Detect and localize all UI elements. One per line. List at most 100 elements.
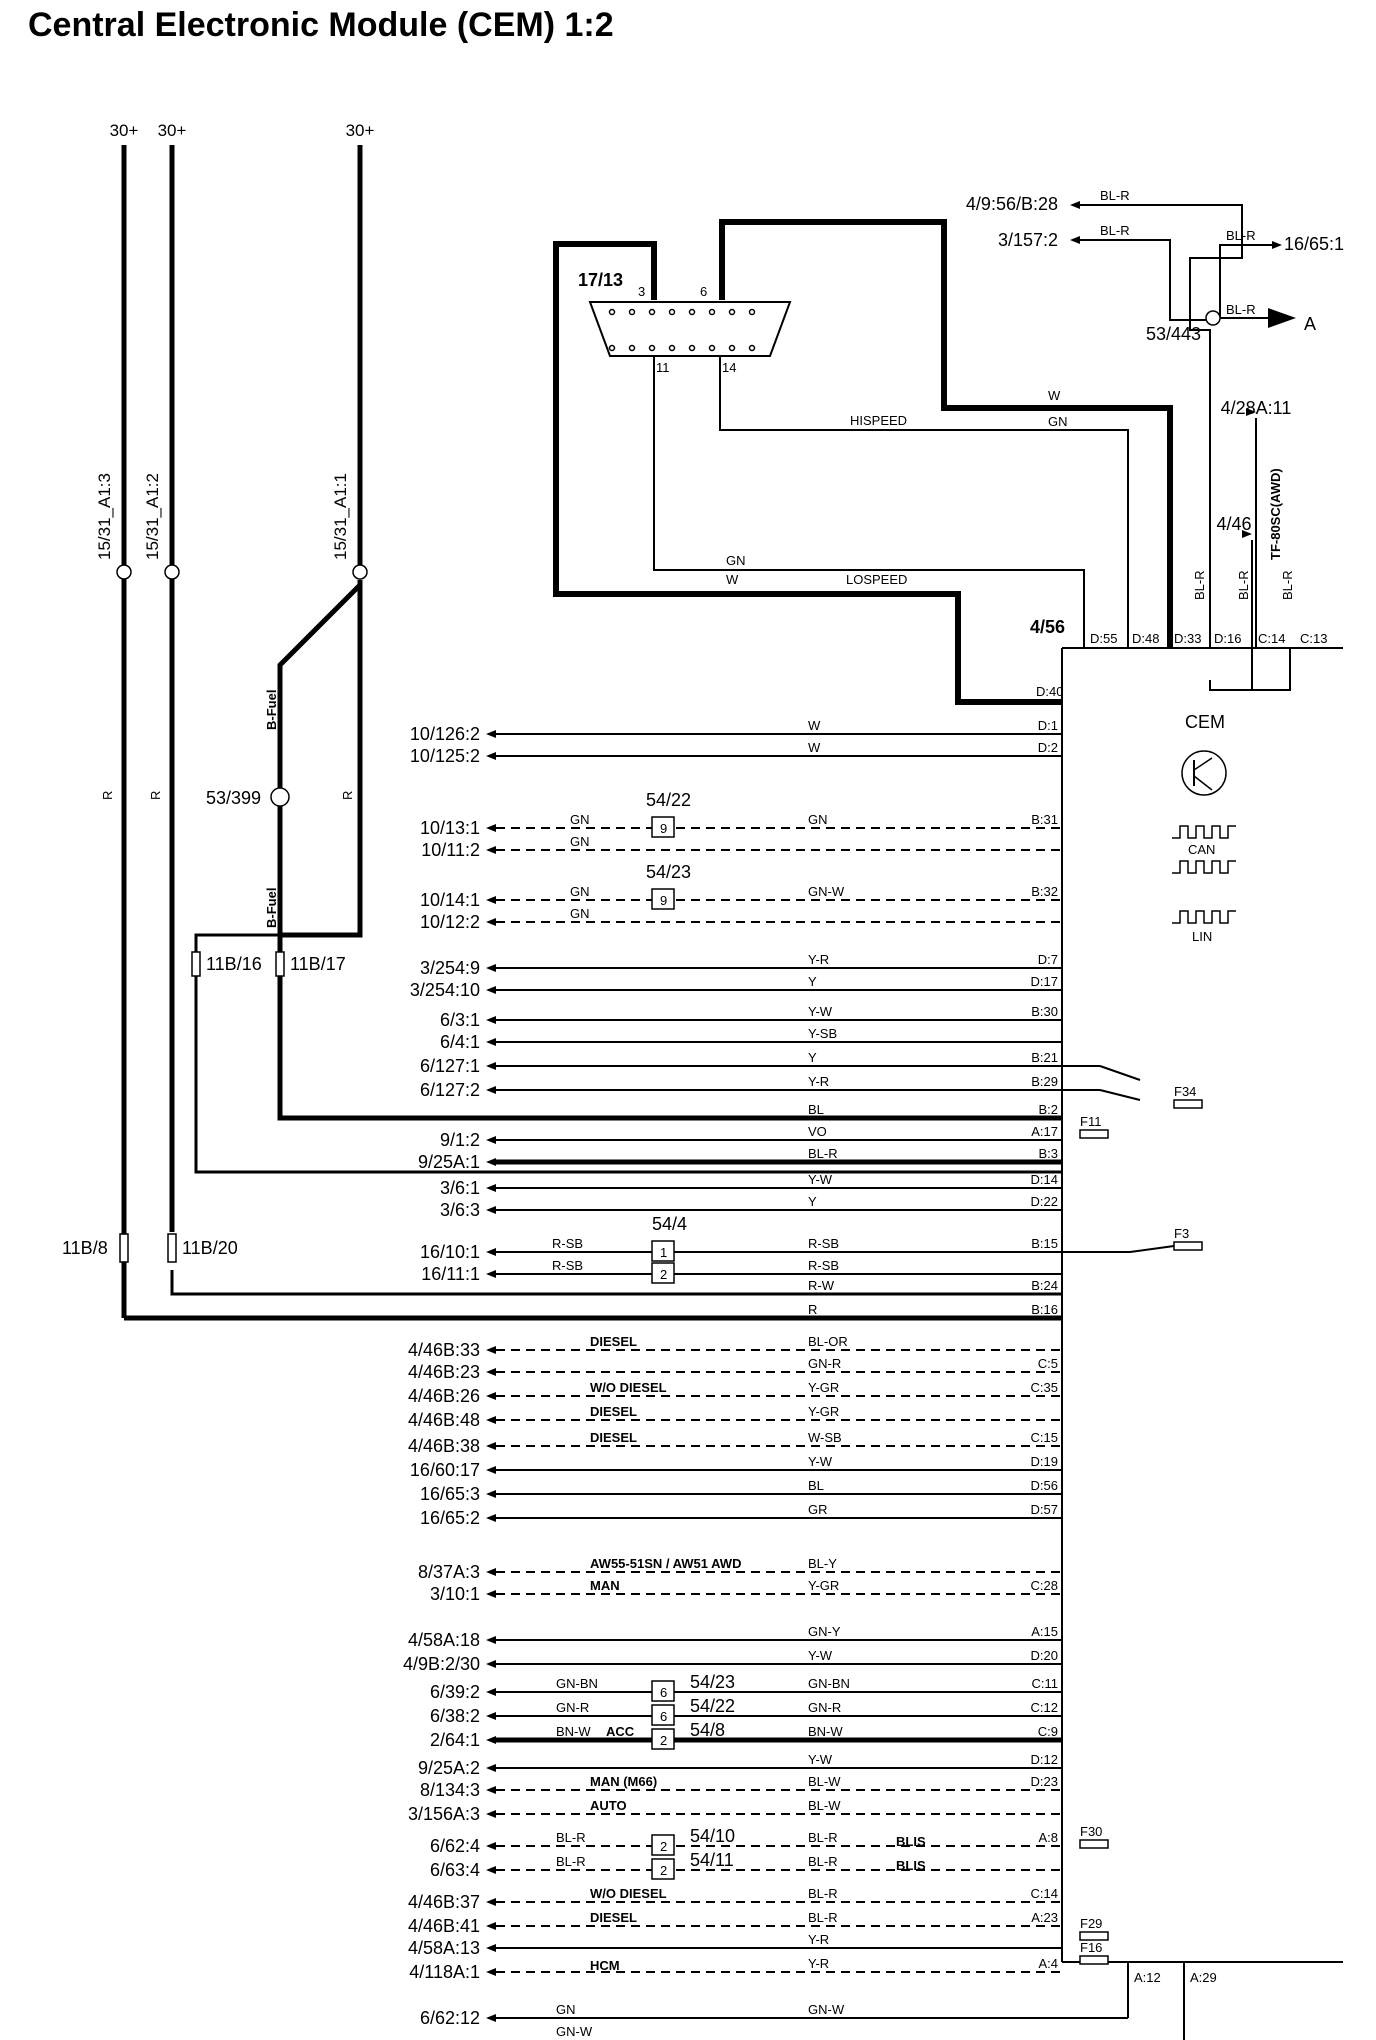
splice-label: 54/10 [690, 1826, 735, 1846]
diag-pin-icon [728, 344, 736, 352]
splice-label: 54/11 [690, 1850, 734, 1870]
wire-color: GN [570, 834, 590, 849]
arrow-icon [486, 1842, 496, 1850]
connector-label: 11B/17 [290, 954, 346, 974]
fuse-icon [1079, 1129, 1109, 1139]
diag-pin-icon [628, 308, 636, 316]
pin-label: D:12 [1031, 1752, 1058, 1767]
row-ref: 6/62:4 [430, 1836, 480, 1856]
arrow-icon [486, 1158, 496, 1166]
pin-label: B:16 [1031, 1302, 1058, 1317]
pin-label: D:23 [1031, 1774, 1058, 1789]
row-ref: 3/156A:3 [408, 1804, 480, 1824]
diag-pin-icon [748, 344, 756, 352]
pin-label: D:16 [1214, 631, 1241, 646]
row-ref: 6/39:2 [430, 1682, 480, 1702]
wire-color: BL-R [1280, 570, 1295, 600]
row-ref: 10/11:2 [421, 840, 480, 860]
row-ref: 2/64:1 [430, 1730, 480, 1750]
lin-label: LIN [1192, 929, 1212, 944]
splice-pin: 6 [660, 1709, 667, 1724]
arrow-icon [486, 1866, 496, 1874]
arrow-icon [486, 2014, 496, 2022]
arrow-icon [486, 1688, 496, 1696]
pin-label: D:22 [1031, 1194, 1058, 1209]
pin-label: B:3 [1038, 1146, 1058, 1161]
arrow-icon [486, 1136, 496, 1144]
row-ref: 8/37A:3 [418, 1562, 480, 1582]
connector-label: 11B/20 [182, 1238, 238, 1258]
wire-color: Y-R [808, 952, 829, 967]
note-label: DIESEL [590, 1404, 637, 1419]
pin-label: B:21 [1031, 1050, 1058, 1065]
wire-color: W [808, 718, 821, 733]
switch-wire [1099, 1089, 1141, 1101]
wire-color: W [1048, 388, 1061, 403]
ref-label: 4/28A:11 [1221, 398, 1292, 418]
wire-color: Y [808, 1194, 817, 1209]
splice-label: 53/443 [1146, 324, 1201, 344]
arrow-icon [486, 1038, 496, 1046]
arrow-icon [486, 1184, 496, 1192]
row-ref: 3/6:1 [440, 1178, 480, 1198]
wire-color: BN-W [556, 1724, 591, 1739]
wire-color: GN [570, 906, 590, 921]
can-label: CAN [1188, 842, 1215, 857]
splice-box [651, 1834, 675, 1856]
pin-label: D:33 [1174, 631, 1201, 646]
wire-color: GN-R [808, 1356, 841, 1371]
wire-color: GN [556, 2002, 576, 2017]
wire-color: BL-Y [808, 1556, 837, 1571]
wire-color: GN-W [556, 2024, 593, 2039]
note-label: DIESEL [590, 1334, 637, 1349]
page-title: Central Electronic Module (CEM) 1:2 [28, 6, 614, 44]
ref-label: 16/65:1 [1284, 234, 1344, 254]
pin-label: A:12 [1134, 1970, 1161, 1985]
wire-color: BL-R [808, 1910, 838, 1925]
transistor-icon [1181, 750, 1227, 796]
splice-pin: 9 [660, 893, 667, 908]
lospeed-label: LOSPEED [846, 572, 907, 587]
pin-label: C:12 [1031, 1700, 1058, 1715]
arrow-icon [1268, 308, 1296, 328]
arrow-icon [486, 752, 496, 760]
wire-color: GN-R [808, 1700, 841, 1715]
supply-label: 30+ [110, 121, 139, 140]
pin-label: A:8 [1038, 1830, 1058, 1845]
wire-color: Y-R [808, 1956, 829, 1971]
arrow-icon [486, 1368, 496, 1376]
wire-color: Y-W [808, 1172, 833, 1187]
splice-pin: 6 [660, 1685, 667, 1700]
row-ref: 16/11:1 [421, 1264, 480, 1284]
diag-wire [719, 219, 1173, 648]
switch-wire [1129, 1245, 1175, 1253]
row-ref: 6/63:4 [430, 1860, 480, 1880]
note-label: MAN (M66) [590, 1774, 657, 1789]
splice-box [651, 888, 675, 910]
pin-label: 11 [656, 360, 670, 375]
pin-label: A:15 [1031, 1624, 1058, 1639]
fuse-label: F16 [1080, 1940, 1102, 1955]
hispeed-label: HISPEED [850, 413, 907, 428]
fuse-icon [1079, 1839, 1109, 1849]
wire-color: GN [726, 553, 746, 568]
splice-label: 54/23 [690, 1672, 735, 1692]
fuse-ref: 15/31_A1:1 [331, 473, 350, 560]
diag-pin-icon [608, 308, 616, 316]
lin-wave-icon [1172, 910, 1236, 924]
pin-label: D:7 [1038, 952, 1058, 967]
bfuel-wire [194, 933, 1062, 1174]
splice-box [651, 1858, 675, 1880]
wire-color: BL-R [808, 1146, 838, 1161]
row-ref: 3/254:10 [410, 980, 480, 1000]
supply-label: 30+ [158, 121, 187, 140]
wire-color: R-SB [808, 1236, 839, 1251]
arrow-icon [486, 1660, 496, 1668]
diag-connector-label: 17/13 [578, 270, 623, 290]
row-ref: 6/4:1 [440, 1032, 480, 1052]
arrow-icon [486, 1736, 496, 1744]
splice-pin: 9 [660, 821, 667, 836]
row-ref: 10/14:1 [420, 890, 480, 910]
diag-pin-icon [708, 344, 716, 352]
bfuel-wire [277, 580, 1062, 1121]
